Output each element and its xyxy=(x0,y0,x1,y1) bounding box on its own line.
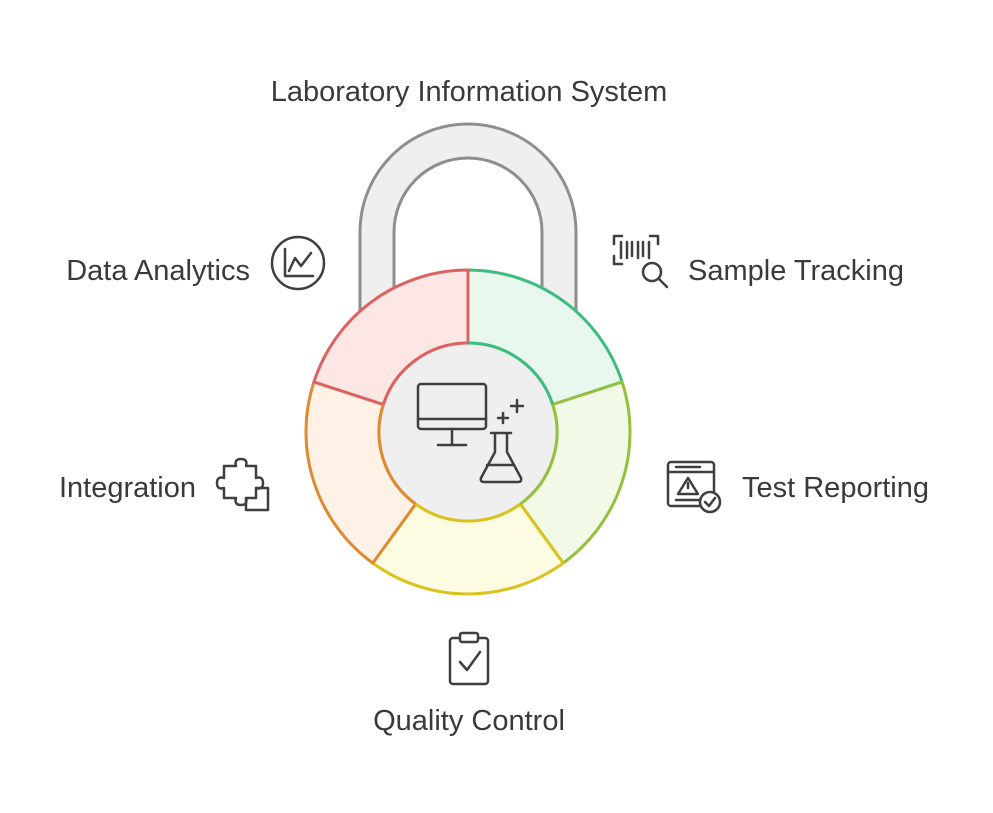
report-check-icon xyxy=(666,460,722,514)
central-hub xyxy=(379,343,557,521)
flask-icon xyxy=(479,398,525,484)
computer-icon xyxy=(416,382,488,447)
hub-arc-data-analytics xyxy=(381,341,469,405)
label-sample-tracking: Sample Tracking xyxy=(688,255,904,287)
padlock-shackle xyxy=(358,122,578,314)
hub-arc-test-reporting xyxy=(519,404,559,506)
label-quality-control: Quality Control xyxy=(373,705,565,737)
hub-arc-quality-control xyxy=(414,502,522,523)
hub-arc-integration xyxy=(377,404,417,506)
barcode-search-icon xyxy=(612,234,669,289)
line-chart-icon xyxy=(270,235,326,291)
label-data-analytics: Data Analytics xyxy=(66,255,250,287)
puzzle-icon xyxy=(215,457,270,512)
diagram-title: Laboratory Information System xyxy=(270,76,668,108)
label-test-reporting: Test Reporting xyxy=(742,472,929,504)
hub-arc-sample-tracking xyxy=(467,341,555,405)
clipboard-check-icon xyxy=(448,631,490,686)
label-integration: Integration xyxy=(58,472,196,504)
